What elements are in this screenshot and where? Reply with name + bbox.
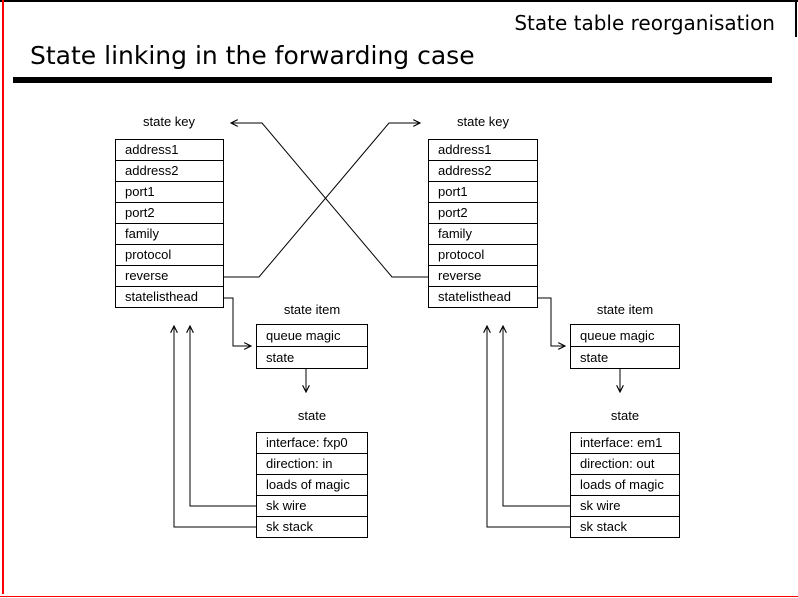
table-row: direction: out [571,454,679,475]
table-row: loads of magic [571,475,679,496]
table-row: sk wire [257,496,367,517]
table-row: address2 [429,161,537,182]
table-row: queue magic [257,325,367,347]
table-row: reverse [429,266,537,287]
state-key-table-right: address1 address2 port1 port2 family pro… [428,139,538,308]
state-item-label-left: state item [283,302,341,317]
link-left-skwire-up [190,326,256,507]
link-right-skstack-up [487,326,570,528]
state-key-label-left: state key [142,114,196,129]
table-row: address1 [116,140,223,161]
table-row: interface: fxp0 [257,433,367,454]
state-label-left: state [297,408,327,423]
state-label-right: state [610,408,640,423]
frame-border-right [795,0,797,37]
link-left-skstack-up [174,326,256,528]
state-item-table-right: queue magic state [570,324,680,369]
table-row: statelisthead [438,289,511,304]
state-table-right: interface: em1 direction: out loads of m… [570,432,680,538]
table-row: protocol [429,245,537,266]
link-left-reverse-to-right-key [223,123,420,278]
table-row: family [116,224,223,245]
table-row: address2 [116,161,223,182]
link-right-statelisthead-to-item [538,297,565,346]
table-row: direction: in [257,454,367,475]
table-row: address1 [429,140,537,161]
table-row: family [429,224,537,245]
state-key-table-left: address1 address2 port1 port2 family pro… [115,139,224,308]
state-key-label-right: state key [456,114,510,129]
table-row: reverse [116,266,223,287]
title-underline [13,77,772,83]
table-row: queue magic [571,325,679,347]
table-row: port2 [429,203,537,224]
table-row: port1 [116,182,223,203]
frame-border-left [2,0,4,594]
frame-border-top [0,0,798,2]
table-row: port2 [116,203,223,224]
table-row: sk stack [580,519,627,534]
page-title: State linking in the forwarding case [30,41,475,70]
link-right-reverse-to-left-key [231,123,428,278]
link-right-skwire-up [503,326,570,507]
slide-kicker: State table reorganisation [514,11,775,35]
table-row: statelisthead [125,289,198,304]
state-table-left: interface: fxp0 direction: in loads of m… [256,432,368,538]
link-left-statelisthead-to-item [223,297,251,346]
state-item-table-left: queue magic state [256,324,368,369]
table-row: port1 [429,182,537,203]
table-row: protocol [116,245,223,266]
table-row: state [580,350,609,365]
table-row: state [266,350,295,365]
state-item-label-right: state item [596,302,654,317]
table-row: loads of magic [257,475,367,496]
table-row: interface: em1 [571,433,679,454]
table-row: sk wire [571,496,679,517]
table-row: sk stack [266,519,313,534]
frame-border-bottom [0,596,798,597]
